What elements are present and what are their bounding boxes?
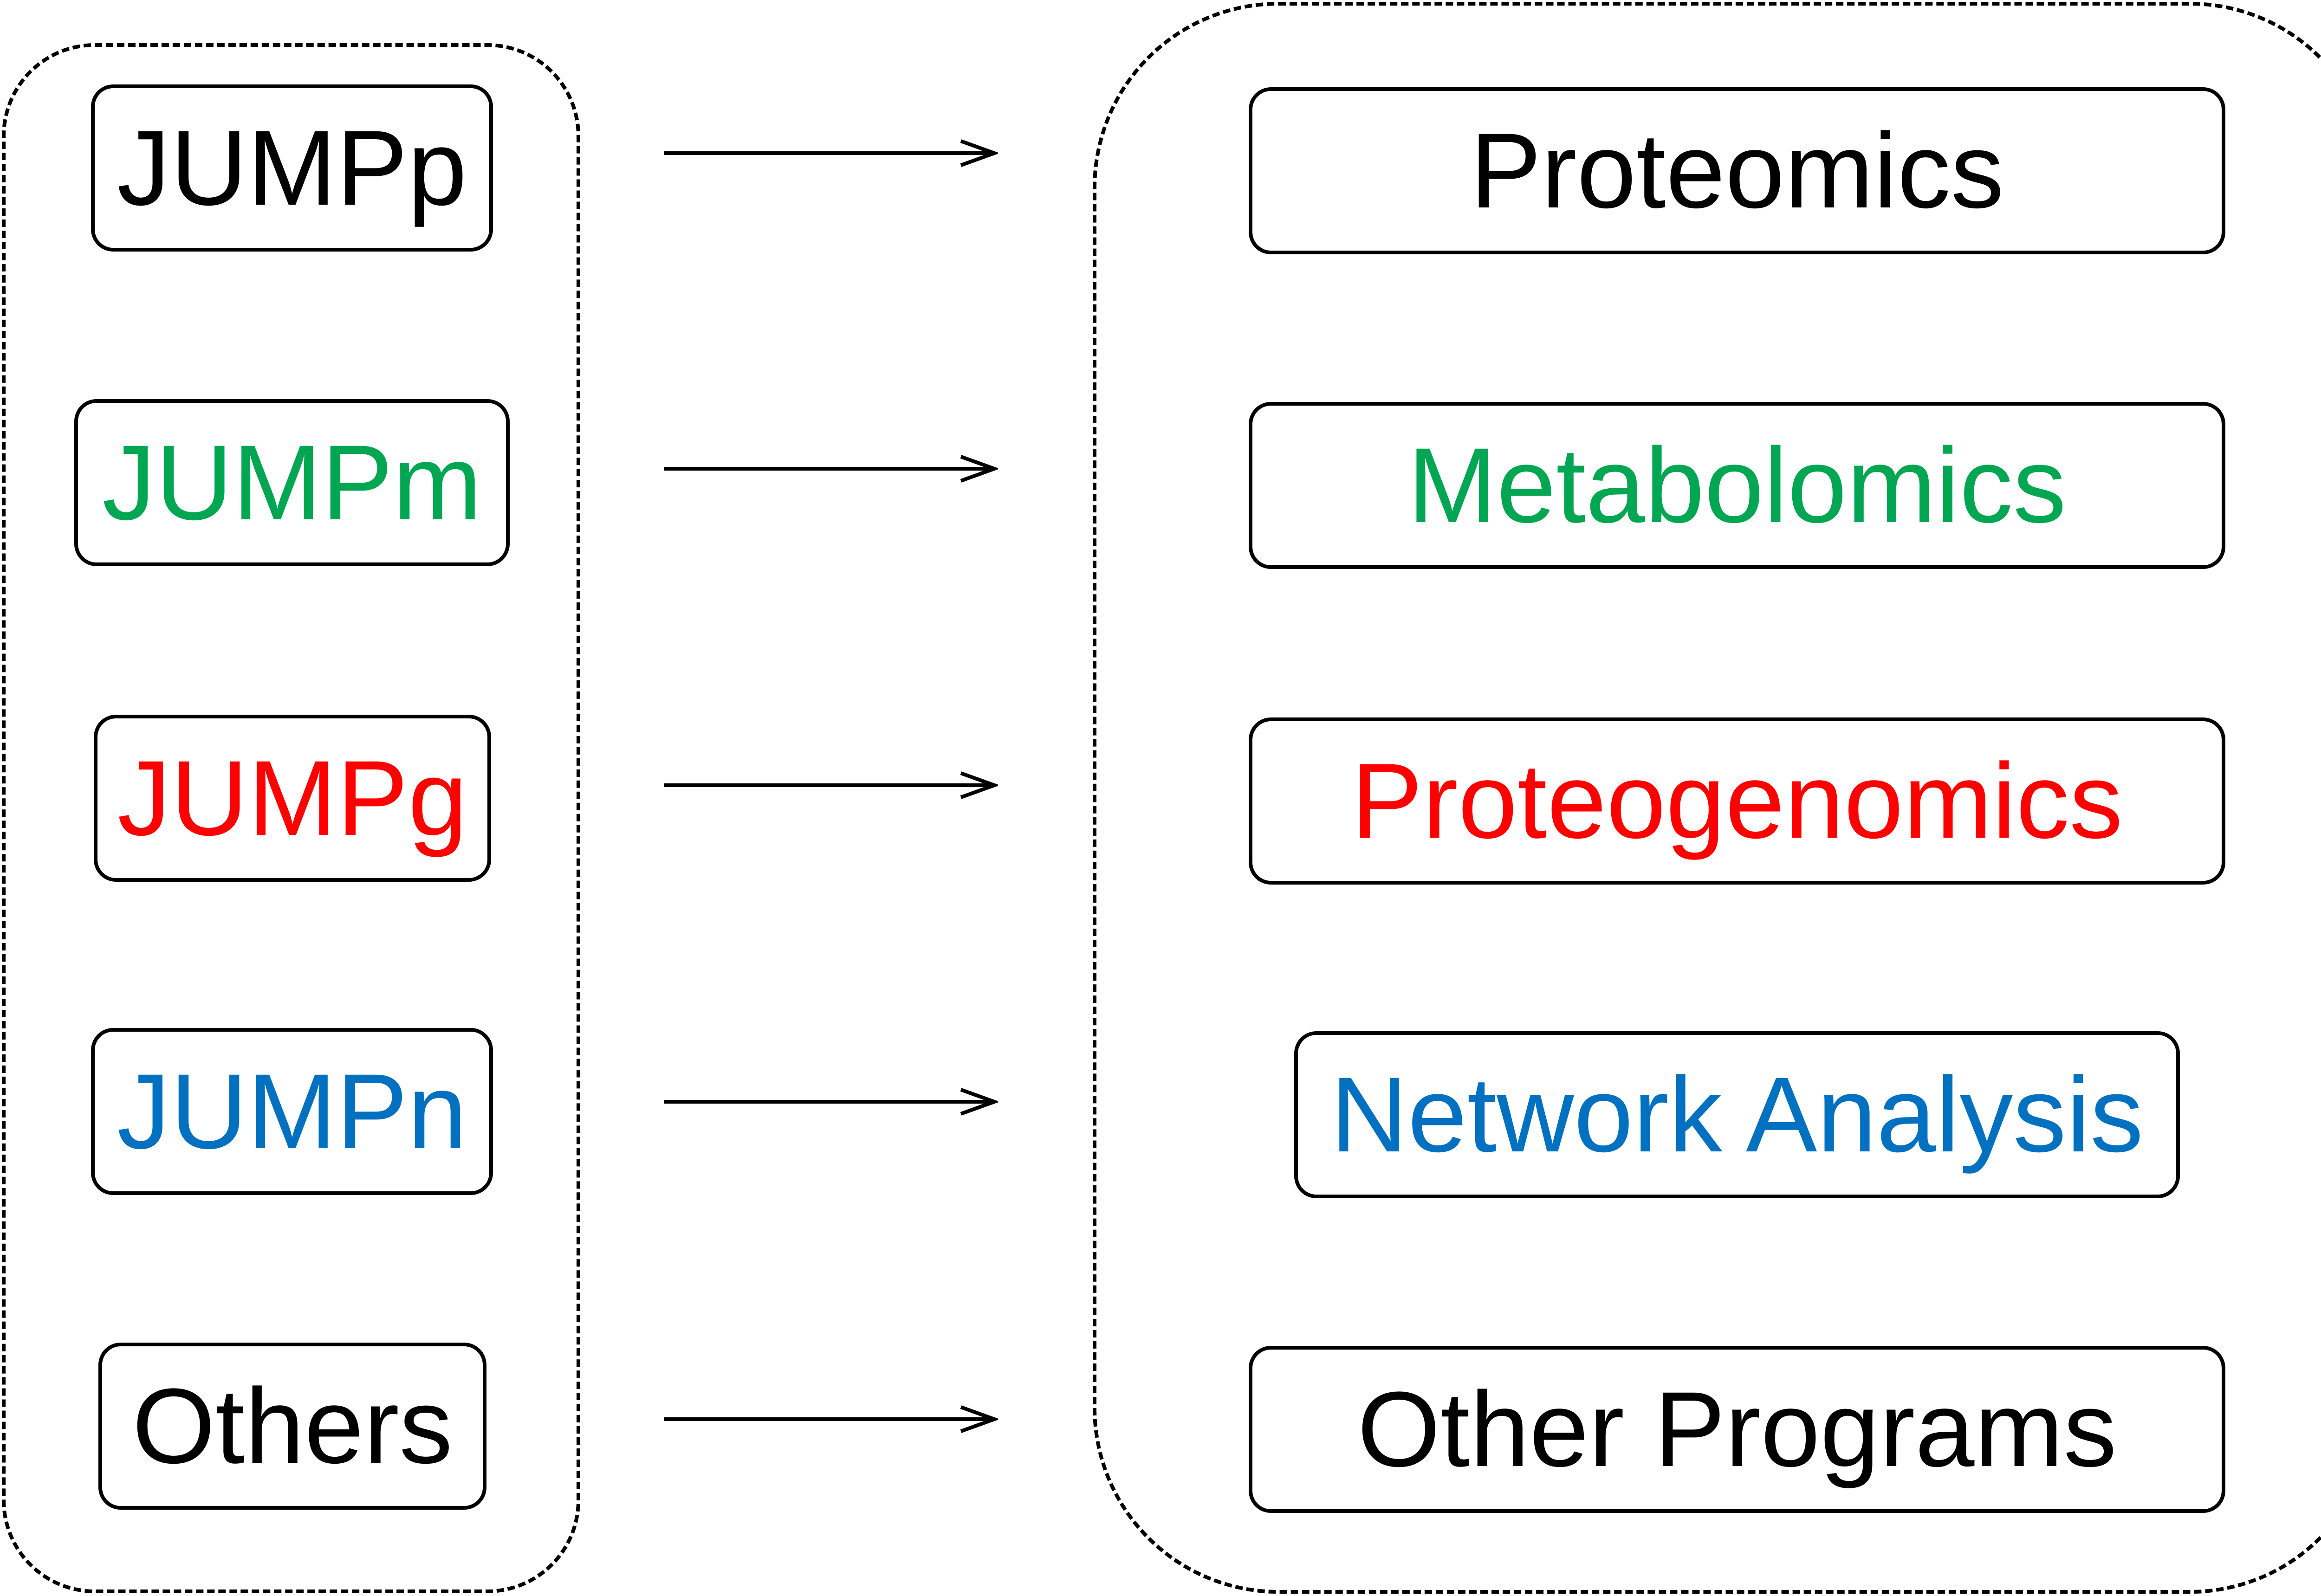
app-network-analysis-label: Network Analysis	[1330, 1055, 2144, 1174]
app-other-programs: Other Programs	[1249, 1346, 2225, 1513]
arrow-icon	[664, 455, 998, 483]
app-network-analysis: Network Analysis	[1294, 1031, 2180, 1198]
app-other-programs-label: Other Programs	[1357, 1370, 2117, 1489]
app-proteomics-label: Proteomics	[1470, 111, 2004, 230]
arrow-icon	[664, 1405, 998, 1433]
tool-jumpm-label: JUMPm	[102, 423, 482, 542]
app-proteogenomics: Proteogenomics	[1249, 717, 2225, 885]
arrow-icon	[664, 139, 998, 167]
tool-jumpn: JUMPn	[91, 1028, 493, 1195]
app-proteogenomics-label: Proteogenomics	[1351, 741, 2123, 860]
tool-jumpg: JUMPg	[94, 715, 491, 882]
tool-others: Others	[98, 1343, 486, 1510]
app-metabolomics: Metabolomics	[1249, 402, 2225, 569]
tool-others-label: Others	[132, 1366, 453, 1486]
arrow-icon	[664, 1088, 998, 1116]
tool-jumpp: JUMPp	[91, 84, 493, 252]
tool-jumpg-label: JUMPg	[117, 738, 467, 858]
tool-jumpp-label: JUMPp	[117, 108, 467, 227]
applications-group	[1093, 2, 2321, 1594]
arrow-icon	[664, 771, 998, 799]
tool-jumpn-label: JUMPn	[117, 1052, 467, 1171]
tools-group	[2, 43, 580, 1593]
app-proteomics: Proteomics	[1249, 87, 2225, 254]
app-metabolomics-label: Metabolomics	[1407, 426, 2067, 545]
tool-jumpm: JUMPm	[74, 399, 510, 566]
